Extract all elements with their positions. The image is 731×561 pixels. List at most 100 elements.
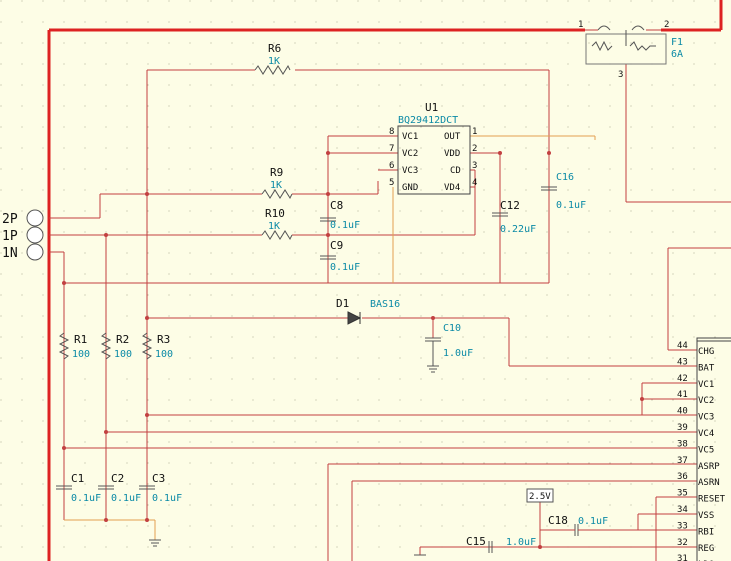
c10-ref: C10 xyxy=(443,323,461,334)
fuse-resistor-right xyxy=(629,41,656,51)
r6-value: 1K xyxy=(268,56,280,67)
capacitor-c12[interactable]: C12 0.22uF xyxy=(492,199,536,235)
gauge-pin-number: 32 xyxy=(677,538,688,548)
diode-d1[interactable]: D1 BAS16 xyxy=(336,297,400,325)
ref-voltage-flag[interactable]: 2.5V xyxy=(526,488,554,503)
c18-value: 0.1uF xyxy=(578,516,608,527)
fuse-f1[interactable]: 1 2 3 F1 6A xyxy=(578,20,683,80)
gauge-pin-name: BAT xyxy=(698,363,715,373)
resistor-zigzag-icon xyxy=(58,332,70,360)
r2-value: 100 xyxy=(114,349,132,360)
connector-2p-pad[interactable] xyxy=(26,209,44,227)
gauge-pin-number: 41 xyxy=(677,390,688,400)
c8-value: 0.1uF xyxy=(330,220,360,231)
resistor-r2[interactable]: R2 100 xyxy=(100,332,132,360)
resistor-r1[interactable]: R1 100 xyxy=(58,332,90,360)
resistor-r3[interactable]: R3 100 xyxy=(141,332,173,360)
gauge-pin-name: VC1 xyxy=(698,380,714,390)
c15-ref: C15 xyxy=(466,535,486,548)
capacitor-c1[interactable]: C1 0.1uF xyxy=(56,472,101,504)
gauge-pin-number: 40 xyxy=(677,407,688,417)
ground-icon xyxy=(427,365,439,373)
c15-value: 1.0uF xyxy=(506,537,536,548)
gauge-pin-name: VC4 xyxy=(698,429,714,439)
gauge-pin-number: 31 xyxy=(677,554,688,561)
d1-part: BAS16 xyxy=(370,299,400,310)
capacitor-c2[interactable]: C2 0.1uF xyxy=(98,472,141,504)
gauge-pin-name: RESET xyxy=(698,495,726,505)
fuse-resistor-left xyxy=(591,40,613,52)
gauge-pin-number: 43 xyxy=(677,357,688,367)
gauge-pin-number: 33 xyxy=(677,521,688,531)
ref-voltage-box xyxy=(526,488,554,503)
fuse-element-icon xyxy=(597,25,645,31)
capacitor-c10[interactable]: C10 1.0uF xyxy=(425,323,473,373)
gauge-pin-number: 34 xyxy=(677,505,688,515)
c3-value: 0.1uF xyxy=(152,493,182,504)
gauge-pin-name: VC3 xyxy=(698,413,714,423)
gauge-pin-name: REG xyxy=(698,544,714,554)
capacitor-c9[interactable]: C9 0.1uF xyxy=(320,239,360,273)
u1-pin-num-right-0: 1 xyxy=(472,127,477,137)
u1-pin-name-right-3: VD4 xyxy=(444,183,460,193)
r1-value: 100 xyxy=(72,349,90,360)
r3-value: 100 xyxy=(155,349,173,360)
r3-ref: R3 xyxy=(157,333,170,346)
c8-ref: C8 xyxy=(330,199,343,212)
gas-gauge-body xyxy=(696,337,731,561)
c9-value: 0.1uF xyxy=(330,262,360,273)
ic-gas-gauge[interactable]: 44CHG43BAT42VC141VC240VC339VC438VC537ASR… xyxy=(677,337,731,561)
resistor-r6[interactable]: R6 1K xyxy=(254,42,291,75)
c1-value: 0.1uF xyxy=(71,493,101,504)
connector-1n-pad[interactable] xyxy=(26,243,44,261)
c3-ref: C3 xyxy=(152,472,165,485)
resistor-r9[interactable]: R9 1K xyxy=(261,166,293,200)
fuse-ref: F1 xyxy=(671,37,683,48)
capacitor-c18[interactable]: C18 0.1uF xyxy=(540,514,608,536)
gauge-pin-name: CHG xyxy=(698,347,714,357)
power-bus xyxy=(47,0,723,561)
c2-ref: C2 xyxy=(111,472,124,485)
connector-2p-label: 2P xyxy=(2,212,18,227)
capacitor-c15[interactable]: C15 1.0uF xyxy=(466,535,536,553)
fuse-value: 6A xyxy=(671,49,683,60)
gauge-pin-number: 37 xyxy=(677,456,688,466)
u1-pin-num-left-1: 7 xyxy=(389,144,394,154)
gauge-pin-name: ASRN xyxy=(698,478,720,488)
gauge-pin-number: 35 xyxy=(677,489,688,499)
capacitor-c3[interactable]: C3 0.1uF xyxy=(139,472,182,504)
junctions xyxy=(62,151,644,549)
u1-pin-name-left-1: VC2 xyxy=(402,149,418,159)
u1-pin-num-left-3: 5 xyxy=(389,178,394,188)
diode-icon xyxy=(347,311,362,325)
resistor-zigzag-icon xyxy=(261,189,293,200)
connector-1p-pad[interactable] xyxy=(26,226,44,244)
u1-pin-num-left-2: 6 xyxy=(389,161,394,171)
connector-block[interactable]: 2P 1P 1N xyxy=(2,209,44,261)
fuse-pin3: 3 xyxy=(618,70,623,80)
u1-ref: U1 xyxy=(425,101,438,114)
ground-icon xyxy=(149,539,161,547)
u1-pin-name-left-2: VC3 xyxy=(402,166,418,176)
fuse-pin2: 2 xyxy=(664,20,669,30)
u1-pin-name-right-0: OUT xyxy=(444,132,461,142)
u1-pin-num-left-0: 8 xyxy=(389,127,394,137)
resistor-r10[interactable]: R10 1K xyxy=(261,207,293,241)
capacitor-c8[interactable]: C8 0.1uF xyxy=(320,199,360,231)
u1-pin-name-left-0: VC1 xyxy=(402,132,418,142)
gauge-pin-name: VC5 xyxy=(698,445,714,455)
ref-voltage-label: 2.5V xyxy=(529,492,551,502)
c9-ref: C9 xyxy=(330,239,343,252)
d1-ref: D1 xyxy=(336,297,349,310)
c1-ref: C1 xyxy=(71,472,84,485)
ic-u1[interactable]: U1 BQ29412DCT 8 7 6 5 VC1 VC2 VC3 GND 1 … xyxy=(389,101,477,195)
capacitor-c16[interactable]: C16 0.1uF xyxy=(541,172,586,211)
c12-value: 0.22uF xyxy=(500,224,536,235)
u1-pin-name-right-2: CD xyxy=(450,166,461,176)
r1-ref: R1 xyxy=(74,333,87,346)
resistor-zigzag-icon xyxy=(261,230,293,241)
c18-ref: C18 xyxy=(548,514,568,527)
r10-ref: R10 xyxy=(265,207,285,220)
